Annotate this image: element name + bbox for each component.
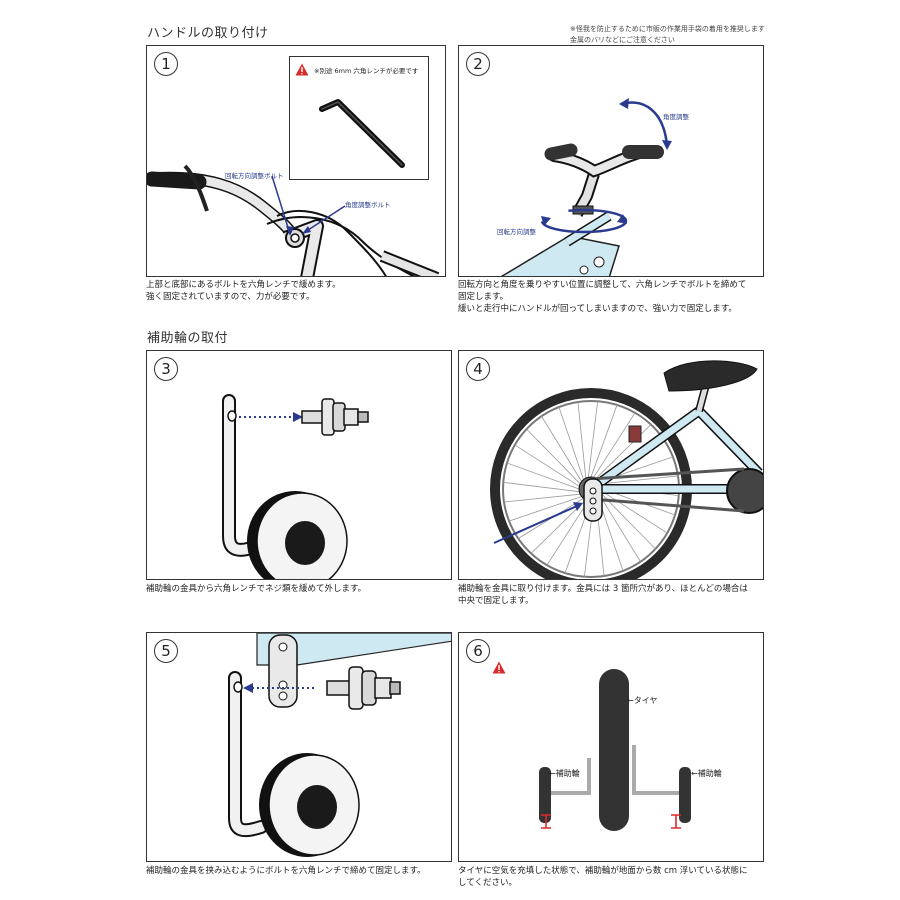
section-title-training-wheels: 補助輪の取付 <box>147 331 229 346</box>
direction-bolt-label: 回転方向調整ボルト <box>225 172 284 180</box>
step-4-caption-line-1: 補助輪を金具に取り付けます。金具には 3 箇所穴があり、ほとんどの場合は <box>458 584 748 594</box>
wheel-spoke <box>593 412 636 478</box>
step-4-caption-line-2: 中央で固定します。 <box>458 596 534 606</box>
step-4-number: 4 <box>466 357 490 381</box>
tire-label: ←タイヤ <box>627 696 658 705</box>
rear-wheel-mounting-illustration <box>490 360 763 579</box>
wheel-spoke <box>587 401 599 478</box>
left-training-wheel-label: ←補助輪 <box>549 769 580 778</box>
step-1-caption-line-1: 上部と底部にあるボルトを六角レンチで緩めます。 <box>146 280 341 290</box>
step-6-caption-line-1: タイヤに空気を充填した状態で、補助輪が地面から数 cm 浮いている状態に <box>458 866 748 876</box>
wheel-spoke <box>508 496 582 522</box>
safety-note-1: ※怪我を防止するために市販の作業用手袋の着用を推奨します <box>570 25 765 33</box>
wheel-spoke <box>541 416 582 482</box>
step-3-panel: 3 <box>146 350 452 580</box>
step-2-number: 2 <box>466 52 490 76</box>
wheel-spoke <box>526 428 581 485</box>
step-6-number: 6 <box>466 639 490 663</box>
step-2-panel: 2 角度調整 回転方向調整 <box>458 45 764 277</box>
step-2-caption-line-1: 回転方向と角度を乗りやすい位置に調整して、六角レンチでボルトを締めて <box>458 280 747 290</box>
rear-view-wheel-height-illustration <box>539 669 691 831</box>
step-1-caption-line-2: 強く固定されていますので、力が必要です。 <box>146 292 315 302</box>
warning-icon <box>492 661 506 674</box>
wheel-spoke <box>590 404 618 478</box>
wheel-spoke <box>595 424 652 479</box>
step-5-number: 5 <box>154 639 178 663</box>
wrench-required-note: ※別途 6mm 六角レンチが必要です <box>314 67 419 75</box>
wheel-spoke <box>503 493 581 503</box>
step-6-caption-line-2: してください。 <box>458 878 517 888</box>
step-2-caption-line-2: 固定します。 <box>458 292 509 302</box>
wheel-spoke <box>503 481 580 493</box>
hex-wrench-illustration <box>319 99 405 168</box>
wheel-spoke <box>506 462 580 490</box>
step-6-panel: 6 ←タイヤ ←補助輪 ←補助輪 <box>458 632 764 862</box>
wheel-spoke <box>600 496 641 562</box>
wheel-spoke <box>602 491 668 534</box>
step-1-panel: 1 ※別途 6mm 六角レンチが必要です <box>146 45 446 277</box>
wrench-callout: ※別途 6mm 六角レンチが必要です <box>289 56 429 180</box>
step-3-number: 3 <box>154 357 178 381</box>
direction-adjust-label: 回転方向調整 <box>497 228 536 236</box>
safety-note-2: 金属のバリなどにご注意ください <box>570 36 675 44</box>
step-4-panel: 4 <box>458 350 764 580</box>
training-wheel-bracket-illustration <box>222 394 369 579</box>
wheel-spoke <box>601 475 679 485</box>
angle-adjust-label: 角度調整 <box>663 113 689 121</box>
handlebar-adjustment-illustration <box>500 98 672 276</box>
step-2-caption-line-3: 緩いと走行中にハンドルが回ってしまいますので、強い力で固定します。 <box>458 304 737 314</box>
step-5-caption-line-1: 補助輪の金具を挟み込むようにボルトを六角レンチで締めて固定します。 <box>146 866 426 876</box>
bracket-fastening-illustration <box>228 633 451 857</box>
warning-icon <box>295 63 309 76</box>
wheel-spoke <box>514 444 580 487</box>
section-title-handle: ハンドルの取り付け <box>147 26 269 41</box>
handlebar-closeup-illustration <box>147 164 440 276</box>
wheel-spoke <box>558 406 584 480</box>
step-5-panel: 5 <box>146 632 452 862</box>
wheel-spoke <box>577 401 587 479</box>
wheel-spoke <box>601 493 656 550</box>
step-1-number: 1 <box>154 52 178 76</box>
right-training-wheel-label: ←補助輪 <box>691 769 722 778</box>
step-3-caption-line-1: 補助輪の金具から六角レンチでネジ類を緩めて外します。 <box>146 584 367 594</box>
angle-bolt-label: 角度調整ボルト <box>345 201 391 209</box>
wheel-spoke <box>546 500 589 566</box>
